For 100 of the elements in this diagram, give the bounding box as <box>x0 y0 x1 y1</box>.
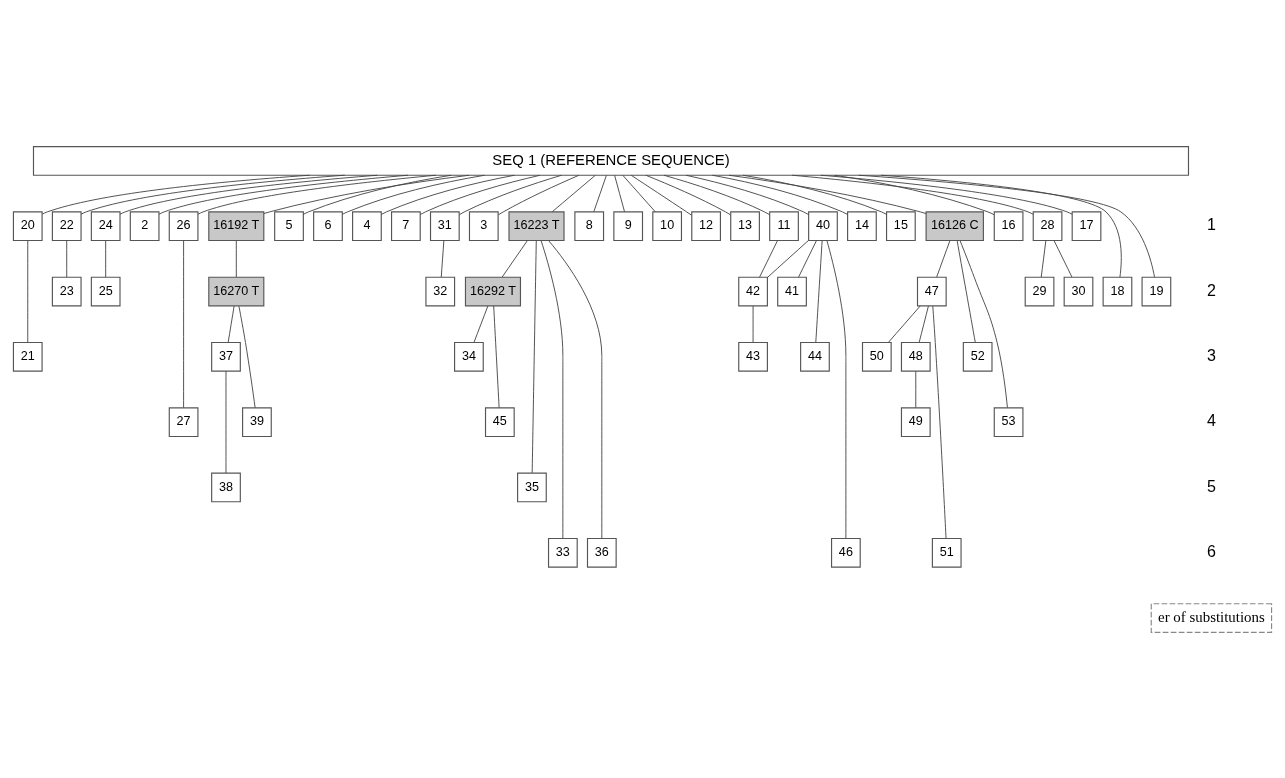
node-box: 49 <box>900 406 931 437</box>
node-box: 51 <box>931 537 962 568</box>
node-box: 16270 T <box>208 276 265 306</box>
node-box: 12 <box>691 210 721 241</box>
connector <box>66 239 68 277</box>
node-box: 47 <box>916 276 947 306</box>
connector <box>531 239 537 473</box>
connector <box>711 174 848 215</box>
connector <box>183 239 185 408</box>
connector <box>630 174 693 216</box>
connector <box>263 174 470 214</box>
connector <box>498 174 580 215</box>
node-box: 38 <box>211 472 241 502</box>
connector <box>663 174 770 215</box>
node-box: 35 <box>517 472 547 502</box>
connector <box>493 304 500 408</box>
node-box: 25 <box>90 276 121 306</box>
node-box: 29 <box>1024 276 1055 306</box>
connector <box>936 239 951 277</box>
connector <box>918 305 929 343</box>
connector <box>303 174 452 215</box>
connector <box>645 174 731 215</box>
connector <box>27 239 29 343</box>
connector <box>197 174 437 215</box>
connector <box>501 239 528 277</box>
connector <box>551 174 596 212</box>
node-box: 16223 T <box>508 210 565 241</box>
connector <box>834 174 995 215</box>
node-box: 45 <box>484 406 515 437</box>
connector <box>119 174 378 215</box>
connector <box>815 239 823 343</box>
connector <box>888 305 921 343</box>
node-box: 41 <box>777 276 807 306</box>
node-box: 26 <box>168 210 199 241</box>
connector <box>759 239 778 277</box>
node-box: 37 <box>211 341 241 372</box>
node-box: 34 <box>454 341 484 372</box>
node-box: 33 <box>547 537 578 568</box>
connector <box>238 305 256 408</box>
node-box: 23 <box>51 276 82 306</box>
node-box: 11 <box>769 210 799 241</box>
node-box: 48 <box>900 341 931 372</box>
connector <box>41 174 311 215</box>
node-box: 16 <box>993 210 1024 241</box>
node-box: 46 <box>831 537 861 568</box>
label: 6 <box>1206 541 1216 560</box>
connector <box>791 174 1034 215</box>
connector <box>798 239 817 277</box>
node-box: 32 <box>425 276 456 306</box>
node-box: 52 <box>962 341 993 372</box>
node-box: 42 <box>738 276 768 306</box>
node-box: 6 <box>313 210 343 241</box>
node-box: 5 <box>274 210 304 241</box>
connector <box>158 174 409 215</box>
node-box: 24 <box>90 210 121 241</box>
node-box: 22 <box>51 210 82 241</box>
connector <box>622 174 656 212</box>
node-box: 8 <box>574 210 605 241</box>
connector <box>880 174 1122 278</box>
node-box: 14 <box>847 210 877 241</box>
label: er of substitutions <box>1158 608 1265 625</box>
connector <box>858 174 1155 277</box>
node-box: 15 <box>886 210 916 241</box>
node-box: 3 <box>468 210 499 241</box>
connector <box>459 174 562 215</box>
label: 4 <box>1206 410 1216 429</box>
node-box: 9 <box>613 210 644 241</box>
node-box: 21 <box>12 341 43 372</box>
connector <box>915 370 917 408</box>
connector <box>342 174 486 215</box>
label: 2 <box>1206 280 1216 299</box>
node-box: 31 <box>429 210 460 241</box>
connector <box>381 174 515 215</box>
node-box: 43 <box>738 341 768 372</box>
node-box: 2 <box>129 210 160 241</box>
node-box: 16192 T <box>208 210 265 241</box>
connector <box>548 239 603 539</box>
connector <box>227 305 235 343</box>
node-box: 44 <box>800 341 830 372</box>
connector <box>80 174 346 215</box>
connector <box>235 239 237 277</box>
connector <box>752 305 754 343</box>
node-box: 17 <box>1071 210 1102 241</box>
node-box: 53 <box>993 406 1024 437</box>
connector <box>105 239 107 277</box>
connector <box>767 239 809 278</box>
node-box: 10 <box>652 210 683 241</box>
connector <box>440 239 445 277</box>
connector <box>225 370 227 473</box>
node-box: 18 <box>1102 276 1133 306</box>
node-box: 27 <box>168 406 199 437</box>
node-box: 50 <box>861 341 892 372</box>
label: 1 <box>1206 214 1216 233</box>
label: 5 <box>1206 476 1216 495</box>
node-box: 19 <box>1141 276 1172 306</box>
connector <box>685 174 809 215</box>
connector <box>956 239 976 343</box>
node-box: 7 <box>391 210 421 241</box>
connector <box>473 305 489 343</box>
connector <box>420 174 541 215</box>
